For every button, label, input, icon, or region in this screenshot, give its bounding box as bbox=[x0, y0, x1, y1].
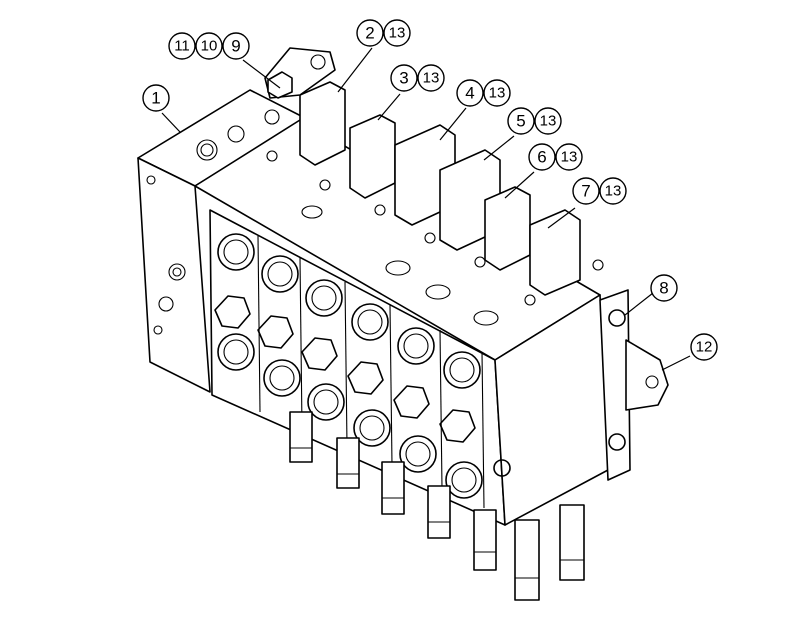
callout-5: 5 bbox=[507, 107, 535, 135]
callout-2-13: 13 bbox=[383, 19, 411, 47]
callout-13-label: 13 bbox=[561, 149, 578, 166]
pilot-caps bbox=[266, 81, 604, 306]
callout-13-label: 13 bbox=[423, 70, 440, 87]
callout-13-label: 13 bbox=[605, 183, 622, 200]
callout-4-label: 4 bbox=[465, 84, 474, 103]
hex-plugs bbox=[214, 295, 476, 443]
end-bracket bbox=[493, 289, 669, 481]
callout-1: 1 bbox=[142, 84, 170, 112]
callout-13-label: 13 bbox=[389, 25, 406, 42]
callout-7-label: 7 bbox=[581, 182, 590, 201]
callout-3: 3 bbox=[390, 64, 418, 92]
callout-9: 9 bbox=[222, 32, 250, 60]
top-ports bbox=[301, 205, 499, 326]
callout-7-13: 13 bbox=[599, 177, 627, 205]
callout-3-label: 3 bbox=[399, 69, 408, 88]
callout-11: 11 bbox=[168, 32, 196, 60]
callout-8: 8 bbox=[650, 274, 678, 302]
callout-5-13: 13 bbox=[534, 107, 562, 135]
callout-2: 2 bbox=[356, 19, 384, 47]
callout-12-label: 12 bbox=[696, 339, 713, 356]
inlet-block bbox=[137, 89, 306, 393]
section-dividers bbox=[257, 235, 485, 509]
callout-9-label: 9 bbox=[231, 37, 240, 56]
callout-1-label: 1 bbox=[151, 89, 160, 108]
upper-ports bbox=[217, 233, 481, 389]
callout-4: 4 bbox=[456, 79, 484, 107]
lower-ports bbox=[217, 333, 483, 499]
leader-lines bbox=[161, 47, 691, 371]
callout-3-13: 13 bbox=[417, 64, 445, 92]
callout-6: 6 bbox=[528, 143, 556, 171]
callout-6-label: 6 bbox=[537, 148, 546, 167]
callout-4-13: 13 bbox=[483, 79, 511, 107]
callout-2-label: 2 bbox=[365, 24, 374, 43]
callout-6-13: 13 bbox=[555, 143, 583, 171]
callout-13-label: 13 bbox=[540, 113, 557, 130]
callout-12: 12 bbox=[690, 333, 718, 361]
callout-11-label: 11 bbox=[174, 38, 190, 55]
callout-10-label: 10 bbox=[201, 38, 218, 55]
top-bracket bbox=[264, 47, 336, 99]
callout-8-label: 8 bbox=[659, 279, 668, 298]
callout-10: 10 bbox=[195, 32, 223, 60]
spool-ends bbox=[289, 411, 585, 601]
callout-13-label: 13 bbox=[489, 85, 506, 102]
callout-7: 7 bbox=[572, 177, 600, 205]
callout-5-label: 5 bbox=[516, 112, 525, 131]
